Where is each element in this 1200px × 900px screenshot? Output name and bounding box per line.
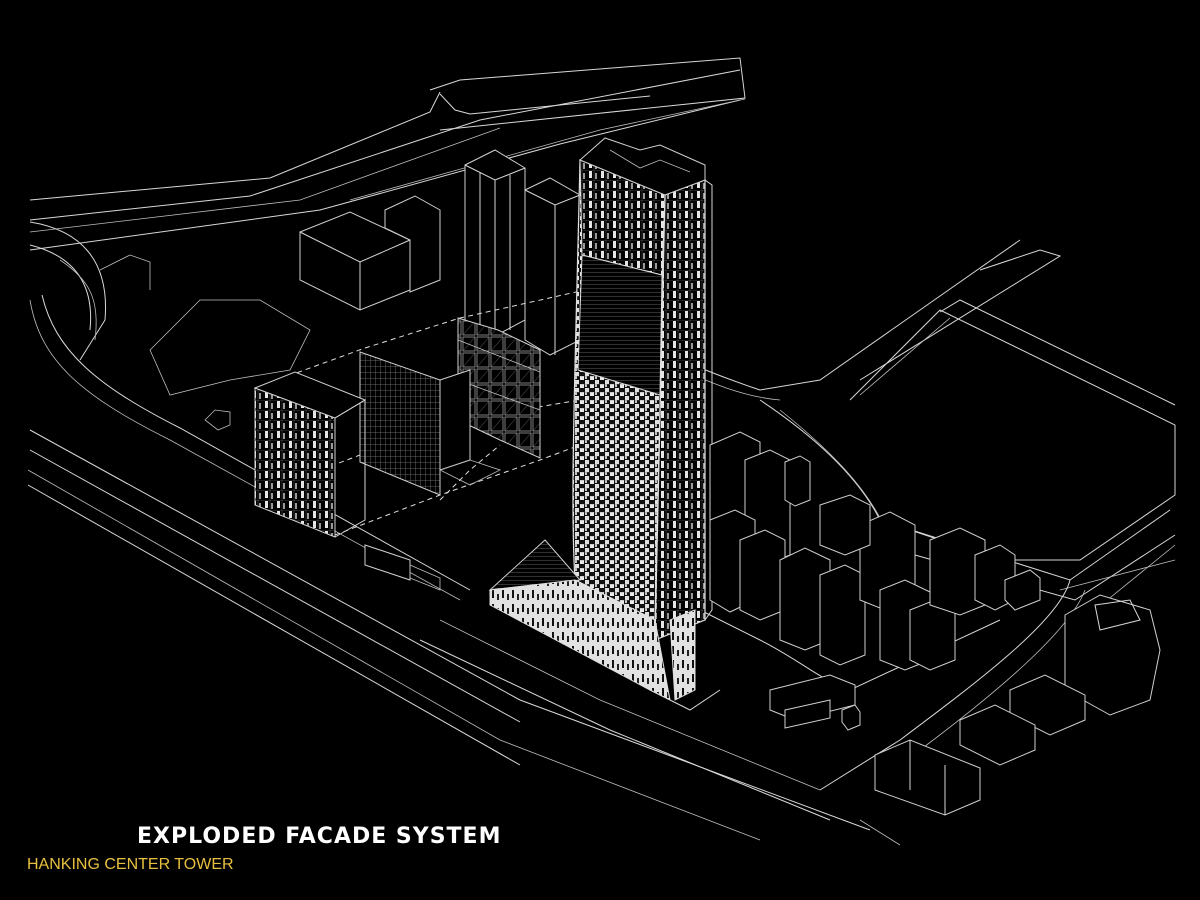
exploded-panel-pixel-facade xyxy=(253,371,411,581)
diagram-subtitle: HANKING CENTER TOWER xyxy=(27,856,234,873)
diagram-title: EXPLODED FACADE SYSTEM xyxy=(137,824,502,849)
main-tower xyxy=(572,137,713,641)
exploded-panel-mullion-grid xyxy=(359,351,502,496)
podium-base xyxy=(488,539,721,711)
site-details xyxy=(99,254,441,591)
residential-blocks xyxy=(709,431,1041,671)
lower-right-buildings xyxy=(769,594,1161,816)
context-buildings xyxy=(149,149,581,396)
